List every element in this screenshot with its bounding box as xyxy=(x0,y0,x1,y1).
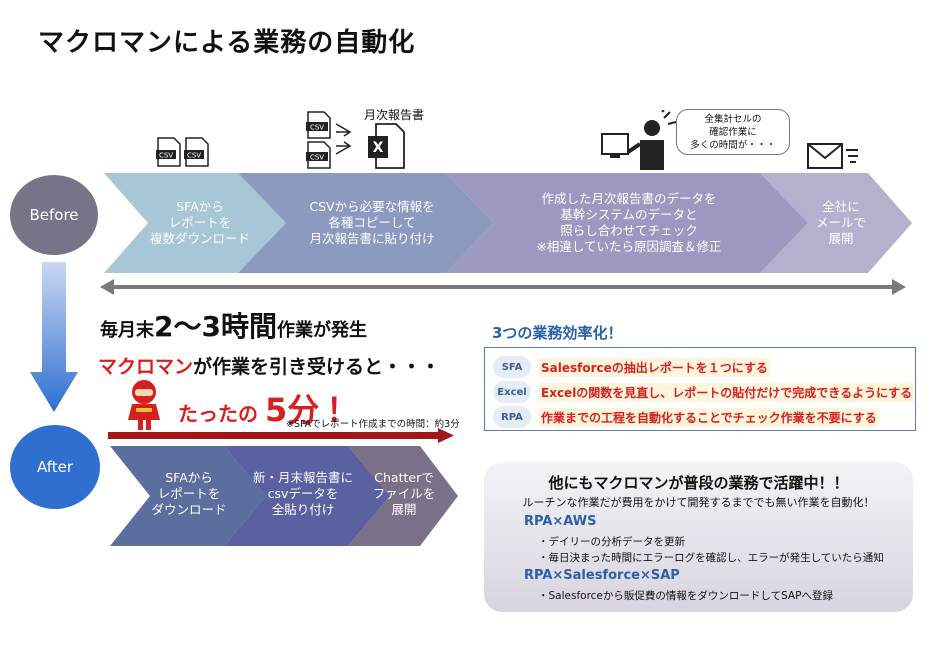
csv-files-icon: CSV CSV xyxy=(156,137,209,167)
sfa-note: ※SFAでレポート作成までの時間：約3分 xyxy=(286,419,460,430)
efficiency-item-text: Salesforceの抽出レポートを１つにする xyxy=(539,357,770,377)
other-uses-title: 他にもマクロマンが普段の業務で活躍中！！ xyxy=(548,474,849,492)
efficiency-item-text: Excelの関数を見直し、レポートの貼付だけで完成できるようにする xyxy=(539,382,915,402)
efficiency-item: SFA Salesforceの抽出レポートを１つにする xyxy=(493,356,770,378)
svg-text:X: X xyxy=(373,140,384,156)
rpa-aws-heading: RPA×AWS xyxy=(524,514,597,529)
after-step-2-shape xyxy=(224,446,390,546)
monthly-time-text: 毎月末2～3時間作業が発生 xyxy=(100,310,367,343)
worker-at-computer-icon xyxy=(601,110,677,170)
svg-text:CSV: CSV xyxy=(159,152,173,160)
speech-bubble: 全集計セルの 確認作業に 多くの時間が・・・ xyxy=(676,109,790,155)
rpa-salesforce-sap-heading: RPA×Salesforce×SAP xyxy=(524,568,680,583)
after-step-3: Chatterで ファイルを 展開 xyxy=(372,470,436,517)
down-arrow-icon xyxy=(30,262,78,412)
efficiency-item: RPA 作業までの工程を自動化することでチェック作業を不要にする xyxy=(493,406,879,428)
svg-text:CSV: CSV xyxy=(310,154,324,162)
page-title: マクロマンによる業務の自動化 xyxy=(38,28,416,58)
after-step-3-shape xyxy=(348,446,458,546)
takeover-text: マクロマンが作業を引き受けると・・・ xyxy=(98,356,441,378)
rpa-badge: RPA xyxy=(493,406,531,428)
before-step-1: SFAから レポートを 複数ダウンロード xyxy=(150,199,251,246)
result-text: たったの 5分 ！ xyxy=(178,391,359,429)
before-step-2-shape xyxy=(238,173,494,273)
after-circle: After xyxy=(10,425,100,509)
svg-text:CSV: CSV xyxy=(187,152,201,160)
efficiency-item-text: 作業までの工程を自動化することでチェック作業を不要にする xyxy=(539,407,879,427)
svg-text:CSV: CSV xyxy=(310,124,324,132)
before-step-3: 作成した月次報告書のデータを 基幹システムのデータと 照らし合わせてチェック ※… xyxy=(536,191,722,254)
after-step-2: 新・月末報告書に csvデータを 全貼り付け xyxy=(252,470,353,517)
bullet-item: ・デイリーの分析データを更新 xyxy=(538,536,685,548)
before-step-1-shape xyxy=(104,173,286,273)
efficiency-title: 3つの業務効率化！ xyxy=(492,324,623,342)
other-uses-box: 他にもマクロマンが普段の業務で活躍中！！ ルーチンな作業だが費用をかけて開発する… xyxy=(484,462,913,612)
timeline-right-arrow-icon xyxy=(892,279,906,295)
macroman-mascot-icon xyxy=(128,380,160,430)
after-step-1: SFAから レポートを ダウンロード xyxy=(151,470,227,517)
bullet-item: ・毎日決まった時間にエラーログを確認し、エラーが発生していたら通知 xyxy=(538,552,884,564)
email-icon xyxy=(807,143,858,169)
before-step-3-shape xyxy=(446,173,808,273)
after-step-1-shape xyxy=(110,446,266,546)
sfa-badge: SFA xyxy=(493,356,531,378)
excel-badge: Excel xyxy=(493,381,531,403)
before-step-4-shape xyxy=(760,173,912,273)
before-process-chevrons xyxy=(100,173,912,295)
efficiency-box: SFA Salesforceの抽出レポートを１つにする Excel Excelの… xyxy=(484,347,916,431)
bullet-item: ・Salesforceから販促費の情報をダウンロードしてSAPへ登録 xyxy=(538,590,833,602)
before-circle: Before xyxy=(10,175,98,255)
monthly-report-label: 月次報告書 xyxy=(364,108,425,122)
before-step-2: CSVから必要な情報を 各種コピーして 月次報告書に貼り付け xyxy=(309,199,435,246)
before-step-4: 全社に メールで 展開 xyxy=(815,199,866,246)
after-process-chevrons xyxy=(110,446,458,546)
csv-to-excel-icon: CSV CSV X xyxy=(306,111,405,169)
red-arrow-icon xyxy=(108,428,454,443)
timeline-left-arrow-icon xyxy=(100,279,114,295)
efficiency-item: Excel Excelの関数を見直し、レポートの貼付だけで完成できるようにする xyxy=(493,381,915,403)
other-uses-subtitle: ルーチンな作業だが費用をかけて開発するまででも無い作業を自動化！ xyxy=(522,496,875,509)
